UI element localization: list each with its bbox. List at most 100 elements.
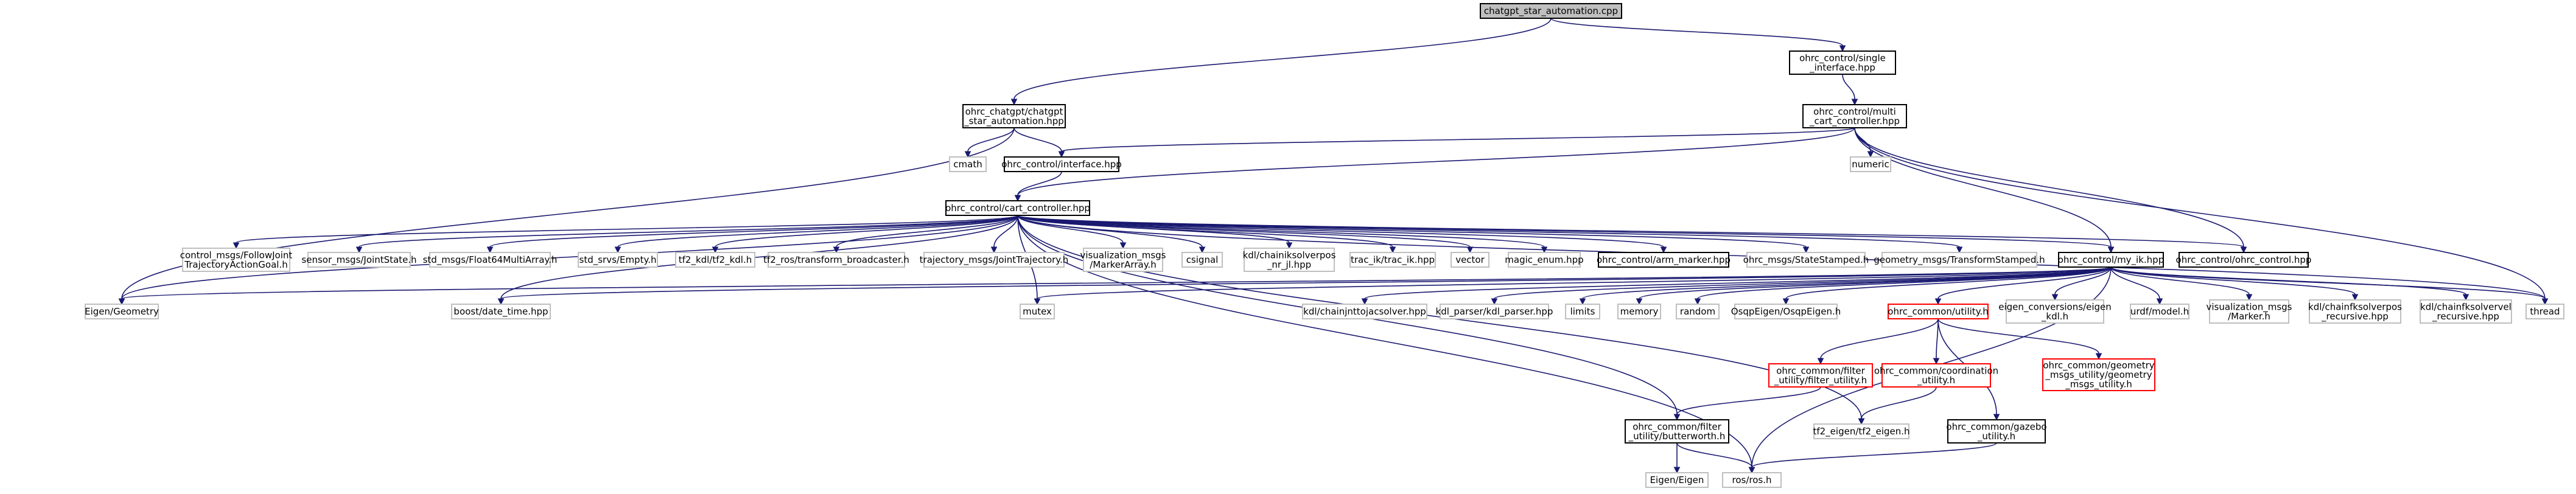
node-filter-utility[interactable]: ohrc_common/filter_utility/filter_utilit… (1768, 363, 1873, 388)
node-single-interface[interactable]: ohrc_control/single_interface.hpp (1789, 50, 1896, 75)
edge-gazebo_utility-to-ros_h (1748, 442, 1997, 474)
node-state-stamped[interactable]: ohrc_msgs/StateStamped.h (1743, 252, 1869, 268)
node-random[interactable]: random (1676, 304, 1720, 319)
node-label-line: csignal (1186, 254, 1219, 265)
node-sensor-msgs[interactable]: sensor_msgs/JointState.h (301, 252, 417, 268)
edge-butterworth-to-eigen_eigen (1673, 443, 1681, 474)
node-box (1565, 304, 1600, 319)
node-thread[interactable]: thread (2525, 304, 2564, 319)
node-my-ik[interactable]: ohrc_control/my_ik.hpp (2058, 252, 2164, 268)
node-label-line: kdl/chainjnttojacsolver.hpp (1303, 306, 1426, 317)
edge-multi_cart-to-ohrc_control_hpp (1854, 127, 2247, 254)
node-box (1617, 304, 1661, 319)
node-interface-hpp[interactable]: ohrc_control/interface.hpp (1001, 156, 1122, 172)
node-tf2-eigen[interactable]: tf2_eigen/tf2_eigen.h (1813, 423, 1910, 439)
node-visualization-marker[interactable]: visualization_msgs/Marker.h (2207, 299, 2292, 324)
node-label-line: geometry_msgs/TransformStamped.h (1874, 254, 2045, 266)
node-box (1746, 252, 1866, 268)
node-box (1768, 363, 1873, 388)
node-label-line: ros/ros.h (1732, 475, 1772, 485)
edge-my_ik-to-mutex (1034, 266, 2112, 305)
node-eigen-conversions[interactable]: eigen_conversions/eigen_kdl.h (1998, 299, 2112, 324)
node-mutex[interactable]: mutex (1020, 304, 1055, 319)
node-box (182, 248, 290, 272)
node-box (1789, 50, 1896, 75)
node-multi-cart[interactable]: ohrc_control/multi_cart_controller.hpp (1802, 104, 1907, 128)
node-control-msgs[interactable]: control_msgs/FollowJointTrajectoryAction… (180, 248, 293, 272)
node-label-line: vector (1455, 254, 1485, 265)
node-label-line: ohrc_common/utility.h (1888, 306, 1988, 318)
node-std-srvs[interactable]: std_srvs/Empty.h (578, 252, 658, 268)
node-box (1302, 304, 1427, 319)
edge-my_ik-to-kdl_chainfksolvervel (2110, 266, 2469, 301)
node-trac-ik[interactable]: trac_ik/trac_ik.hpp (1349, 252, 1436, 268)
node-kdl-parser[interactable]: kdl_parser/kdl_parser.hpp (1436, 304, 1553, 319)
node-urdf-model[interactable]: urdf/model.h (2130, 304, 2189, 319)
node-kdl-chainfksolverpos[interactable]: kdl/chainfksolverpos_recursive.hpp (2308, 299, 2402, 324)
node-cart-controller[interactable]: ohrc_control/cart_controller.hpp (945, 200, 1090, 216)
node-tf2-ros[interactable]: tf2_ros/transform_broadcaster.h (763, 252, 909, 268)
node-label-line: _kdl.h (2041, 311, 2068, 322)
node-label-line: ohrc_common/filter (1776, 365, 1865, 377)
edge-my_ik-to-boost_date_time (497, 266, 2112, 305)
node-osqp-eigen[interactable]: OsqpEigen/OsqpEigen.h (1731, 304, 1841, 319)
node-box (451, 304, 551, 319)
node-box (307, 252, 411, 268)
node-tf2-kdl[interactable]: tf2_kdl/tf2_kdl.h (675, 252, 755, 268)
node-box (768, 252, 905, 268)
node-chatgpt-automation-hpp[interactable]: ohrc_chatgpt/chatgpt_star_automation.hpp (962, 104, 1066, 128)
node-cmath[interactable]: cmath (949, 156, 987, 172)
node-root[interactable]: chatgpt_star_automation.cpp (1480, 3, 1622, 19)
node-kdl-chainfksolvervel[interactable]: kdl/chainfksolvervel_recursive.hpp (2420, 299, 2512, 324)
edge-my_ik-to-thread (2110, 266, 2549, 305)
node-transform-stamped[interactable]: geometry_msgs/TransformStamped.h (1874, 252, 2045, 268)
node-numeric[interactable]: numeric (1850, 156, 1891, 172)
node-label-line: control_msgs/FollowJoint (180, 249, 293, 261)
edge-cart_controller-to-visualization_marker_array (1017, 215, 1127, 249)
node-trajectory-msgs[interactable]: trajectory_msgs/JointTrajectory.h (920, 252, 1069, 268)
node-label-line: boost/date_time.hpp (453, 306, 548, 318)
node-boost-date-time[interactable]: boost/date_time.hpp (451, 304, 551, 319)
node-utility-h[interactable]: ohrc_common/utility.h (1888, 304, 1989, 319)
edge-interface_hpp-to-cart_controller (1014, 171, 1062, 202)
node-vector[interactable]: vector (1451, 252, 1489, 268)
node-eigen-geometry[interactable]: Eigen/Geometry (85, 304, 159, 319)
node-box (1881, 363, 1991, 388)
node-label-line: ohrc_common/geometry (2043, 360, 2154, 372)
node-csignal[interactable]: csignal (1181, 252, 1223, 268)
node-ohrc-control-hpp[interactable]: ohrc_control/ohrc_control.hpp (2176, 252, 2312, 268)
node-ros-h[interactable]: ros/ros.h (1722, 472, 1782, 488)
node-magic-enum[interactable]: magic_enum.hpp (1505, 252, 1584, 268)
node-label-line: ohrc_control/interface.hpp (1001, 159, 1122, 170)
node-kdl-chainiksolverpos-nr-jl[interactable]: kdl/chainiksolverpos_nr_jl.hpp (1243, 248, 1336, 272)
node-arm-marker[interactable]: ohrc_control/arm_marker.hpp (1597, 252, 1731, 268)
node-label-line: std_msgs/Float64MultiArray.h (423, 254, 558, 266)
node-std-msgs[interactable]: std_msgs/Float64MultiArray.h (423, 252, 558, 268)
node-box (945, 200, 1090, 216)
node-gazebo-utility[interactable]: ohrc_common/gazebo_utility.h (1946, 419, 2047, 444)
node-kdl-jnttojacsolver[interactable]: kdl/chainjnttojacsolver.hpp (1302, 304, 1427, 319)
node-label-line: trajectory_msgs/JointTrajectory.h (920, 254, 1069, 266)
edge-cart_controller-to-ohrc_control_hpp (1017, 215, 2247, 254)
node-label-line: thread (2530, 306, 2560, 317)
edge-multi_cart-to-my_ik (1854, 127, 2115, 254)
node-label-line: magic_enum.hpp (1505, 254, 1583, 266)
node-memory[interactable]: memory (1617, 304, 1661, 319)
node-label-line: urdf/model.h (2130, 306, 2189, 317)
node-limits[interactable]: limits (1565, 304, 1600, 319)
node-geometry-msgs-utility[interactable]: ohrc_common/geometry_msgs_utility/geomet… (2042, 358, 2155, 391)
node-label-line: numeric (1852, 159, 1889, 170)
node-coordination-utility[interactable]: ohrc_common/coordination_utility.h (1874, 363, 1998, 388)
node-label-line: tf2_eigen/tf2_eigen.h (1813, 426, 1909, 437)
edge-cart_controller-to-control_msgs (233, 215, 1018, 249)
node-label-line: _interface.hpp (1809, 62, 1875, 74)
edge-multi_cart-to-interface_hpp (1058, 127, 1855, 158)
node-butterworth[interactable]: ohrc_common/filter_utility/butterworth.h (1625, 419, 1729, 444)
node-visualization-marker-array[interactable]: visualization_msgs/MarkerArray.h (1080, 248, 1166, 272)
node-box (1244, 248, 1335, 272)
node-label-line: kdl_parser/kdl_parser.hpp (1436, 306, 1553, 318)
node-eigen-eigen[interactable]: Eigen/Eigen (1645, 472, 1709, 488)
edge-my_ik-to-eigen_geometry (118, 266, 2112, 305)
node-box (1881, 252, 2037, 268)
node-box (578, 252, 658, 268)
